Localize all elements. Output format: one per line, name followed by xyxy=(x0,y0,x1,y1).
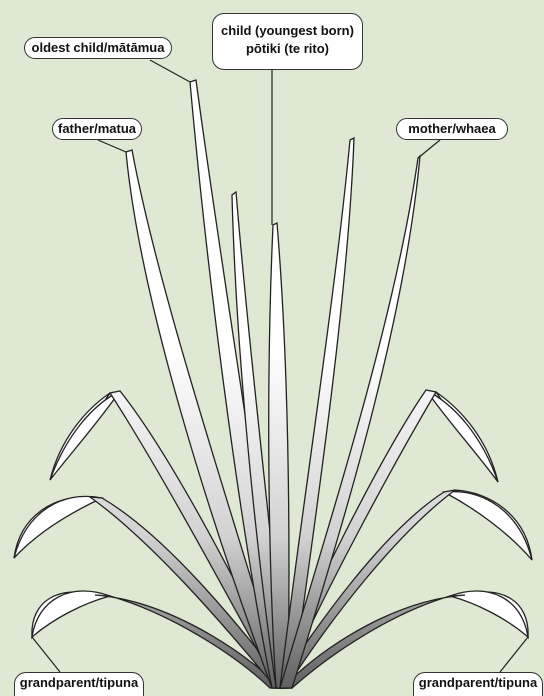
label-grandparent-right: grandparent/tipuna xyxy=(413,672,543,696)
outer-leaves-left xyxy=(14,391,120,637)
upright-leaves xyxy=(126,80,420,688)
outer-leaves-right xyxy=(426,390,532,637)
label-youngest-child-line2: pōtiki (te rito) xyxy=(213,40,362,58)
label-grandparent-left: grandparent/tipuna xyxy=(14,672,144,696)
label-father: father/matua xyxy=(52,118,142,140)
label-mother: mother/whaea xyxy=(396,118,508,140)
label-oldest-child: oldest child/mātāmua xyxy=(24,37,172,59)
label-youngest-child: child (youngest born) pōtiki (te rito) xyxy=(212,13,363,70)
label-youngest-child-line1: child (youngest born) xyxy=(213,22,362,40)
